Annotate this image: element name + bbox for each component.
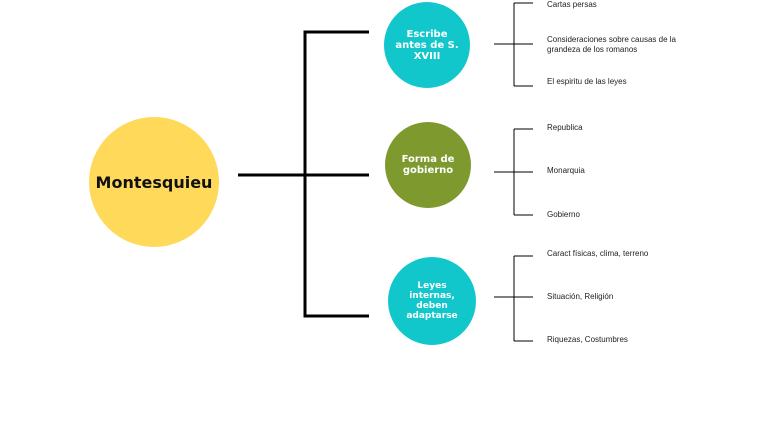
central-node-label: Montesquieu	[95, 172, 213, 192]
leaf-item: Caract físicas, clima, terreno	[547, 249, 649, 258]
leaf-item: Monarquia	[547, 166, 585, 175]
branch-node-2: Forma de gobierno	[385, 122, 471, 208]
branch-node-1: Escribe antes de S. XVIII	[384, 2, 470, 88]
leaf-item: Republica	[547, 123, 583, 132]
leaf-item: Riquezas, Costumbres	[547, 335, 628, 344]
leaf-item: Gobierno	[547, 210, 580, 219]
central-node: Montesquieu	[89, 117, 219, 247]
leaf-item: El espiritu de las leyes	[547, 77, 627, 86]
branch-node-2-label: Forma de gobierno	[401, 154, 455, 176]
branch-node-1-label: Escribe antes de S. XVIII	[395, 28, 459, 62]
leaf-item: Situación, Religión	[547, 292, 614, 301]
branch-node-3: Leyes internas, deben adaptarse	[388, 257, 476, 345]
leaf-item: Consideraciones sobre causas de la grand…	[547, 35, 676, 54]
branch-node-3-label: Leyes internas, deben adaptarse	[406, 281, 458, 321]
leaf-item: Cartas persas	[547, 0, 597, 9]
